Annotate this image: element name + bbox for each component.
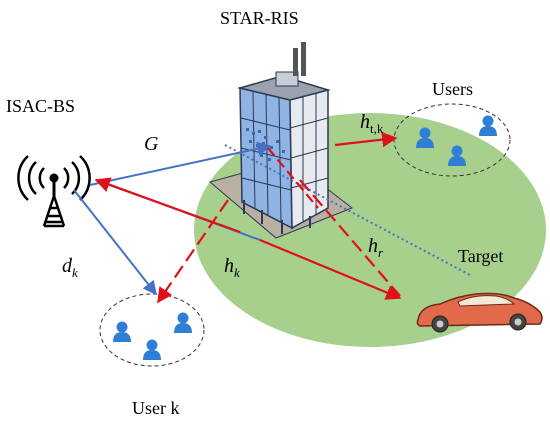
user-k-group-outline (99, 293, 205, 367)
person-icon (143, 339, 161, 360)
person-icon (174, 312, 192, 333)
car-icon (416, 292, 543, 333)
link-ris-userk (157, 199, 229, 304)
red-links (94, 131, 402, 304)
star-ris-label: STAR-RIS (220, 8, 299, 28)
channel-hr-label: hr (368, 235, 384, 260)
link-hr (299, 179, 401, 297)
ris-target-dotted (224, 144, 471, 276)
link-dk (73, 189, 157, 296)
users-label: Users (432, 79, 473, 99)
link-ris-internal (267, 147, 319, 209)
building-icon (208, 42, 354, 239)
target-label: Target (458, 246, 503, 266)
link-hk-red (259, 238, 402, 300)
isac-bs-label: ISAC-BS (6, 96, 75, 116)
antenna-tower-icon (17, 155, 91, 228)
person-icon (479, 115, 497, 136)
user-k-label: User k (132, 398, 180, 418)
person-icon (113, 321, 131, 342)
channel-dk-label: dk (62, 255, 78, 280)
channel-htk-label: ht,k (360, 111, 384, 136)
link-hk-red-back (94, 177, 241, 234)
link-htk (334, 131, 398, 148)
channel-g-label: G (144, 133, 159, 155)
channel-hk-label: hk (224, 255, 240, 280)
